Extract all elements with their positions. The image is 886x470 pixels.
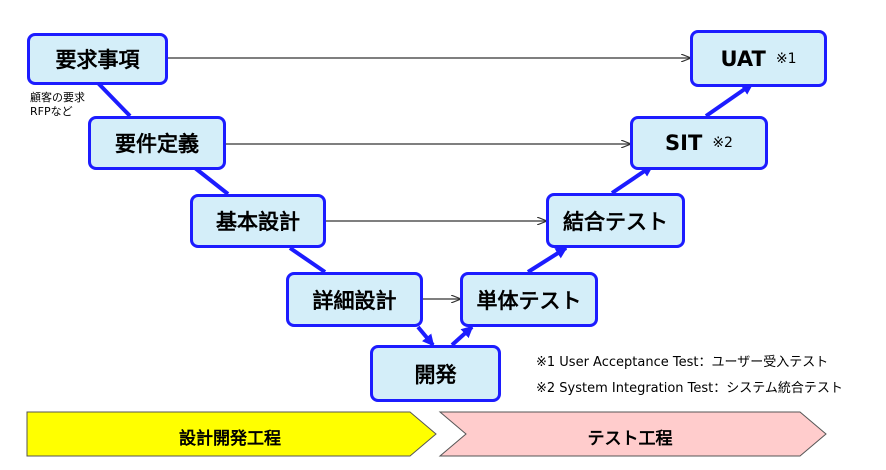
v-connector-req-yoken — [95, 80, 132, 118]
requirements-note: 顧客の要求 RFPなど — [30, 91, 85, 119]
box-detailed-design-label: 詳細設計 — [312, 288, 397, 313]
box-integration-test-label: 結合テスト — [563, 209, 668, 234]
v-connector-tantai-ketsugo — [526, 246, 568, 274]
box-sit-note: ※2 — [712, 135, 733, 151]
box-development: 開発 — [370, 345, 501, 402]
phase-design-arrow — [26, 411, 437, 457]
box-uat: UAT ※1 — [690, 30, 827, 87]
box-development-label: 開発 — [414, 362, 457, 387]
box-uat-label: UAT — [720, 46, 766, 71]
box-integration-test: 結合テスト — [546, 193, 685, 248]
box-basic-design: 基本設計 — [190, 194, 326, 248]
box-requirements-definition-label: 要件定義 — [115, 132, 199, 156]
box-requirements: 要求事項 — [27, 33, 168, 85]
phase-test-label: テスト工程 — [587, 429, 673, 449]
v-connector-shosai-kaihatsu — [416, 325, 435, 347]
requirements-note-line-1: 顧客の要求 — [30, 91, 85, 104]
v-connector-ketsugo-sit — [610, 164, 654, 195]
box-detailed-design: 詳細設計 — [286, 272, 423, 327]
legend-sit: ※2 System Integration Test：システム統合テスト — [536, 381, 843, 396]
box-uat-note: ※1 — [775, 50, 797, 67]
v-connector-kaihatsu-tantai — [450, 325, 474, 347]
box-requirements-label: 要求事項 — [55, 48, 140, 72]
v-connector-yoken-kihon — [193, 166, 230, 196]
box-unit-test-label: 単体テスト — [476, 288, 582, 313]
requirements-note-line-2: RFPなど — [30, 105, 73, 118]
box-sit: SIT ※2 — [630, 116, 768, 170]
legend-uat: ※1 User Acceptance Test：ユーザー受入テスト — [536, 355, 829, 370]
v-connector-kihon-shosai — [288, 246, 327, 274]
box-unit-test: 単体テスト — [460, 272, 598, 327]
box-sit-label: SIT — [665, 131, 703, 155]
v-connector-sit-uat — [704, 82, 754, 118]
phase-test-arrow — [438, 411, 827, 457]
phase-design-label: 設計開発工程 — [179, 429, 281, 449]
box-requirements-definition: 要件定義 — [88, 116, 226, 170]
box-basic-design-label: 基本設計 — [216, 210, 300, 234]
